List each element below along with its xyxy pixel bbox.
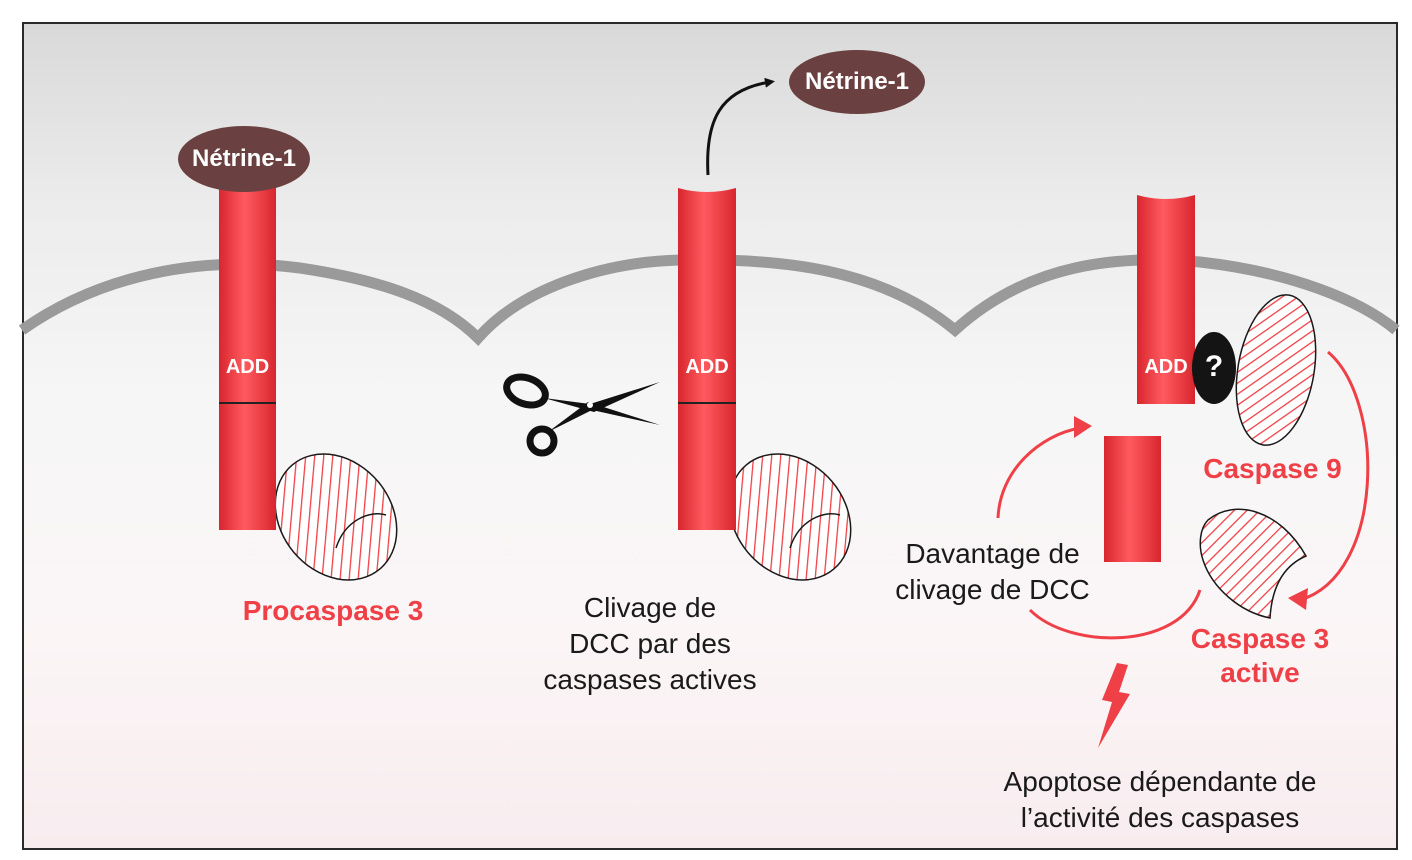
scissors-icon <box>503 373 660 457</box>
cleavage-caption-line-1: Clivage de <box>583 592 717 623</box>
cycle-arrow-left <box>996 426 1081 519</box>
apoptosis-outcome-line-2: l’activité des caspases <box>1020 802 1300 833</box>
netrin1-label-1: Nétrine-1 <box>191 145 297 172</box>
adaptor-question-mark: ? <box>1204 350 1224 383</box>
caspase9-label: Caspase 9 <box>1203 453 1342 484</box>
apoptosis-outcome-label: Apoptose dépendante de l’activité des ca… <box>960 764 1360 836</box>
add-label-3: ADD <box>1144 356 1188 378</box>
more-cleavage-line-1: Davantage de <box>905 538 1080 569</box>
cleavage-caption: Clivage de DCC par des caspases actives <box>500 590 800 698</box>
cleavage-caption-line-2: DCC par des <box>569 628 731 659</box>
dcc-receptor-2 <box>678 188 736 530</box>
activation-arrow <box>1299 350 1370 602</box>
procaspase3-shape-2 <box>728 453 852 581</box>
netrin1-ligand-1 <box>178 126 310 192</box>
cleavage-caption-line-3: caspases actives <box>543 664 757 695</box>
more-cleavage-label: Davantage de clivage de DCC <box>860 536 1125 608</box>
caspase9-shape <box>1235 294 1317 446</box>
add-label-1: ADD <box>225 356 270 378</box>
active-caspase3-label: Caspase 3 active <box>1160 622 1360 690</box>
apoptosis-outcome-line-1: Apoptose dépendante de <box>1003 766 1317 797</box>
adaptor-protein <box>1192 332 1236 404</box>
more-cleavage-line-2: clivage de DCC <box>895 574 1090 605</box>
active-caspase3-shape <box>1199 508 1308 619</box>
dcc-fragment <box>1104 436 1161 562</box>
lightning-icon <box>1098 663 1130 748</box>
dcc-receptor-3-upper <box>1137 195 1195 404</box>
netrin1-ligand-2 <box>789 50 925 114</box>
procaspase3-inner-arc <box>335 513 387 549</box>
procaspase3-inner-arc-2 <box>789 513 841 549</box>
cycle-arrow-bottom <box>1028 589 1202 640</box>
dcc-receptor-1 <box>219 185 276 530</box>
active-caspase3-line-1: Caspase 3 <box>1190 623 1330 654</box>
procaspase3-shape <box>274 453 398 581</box>
active-caspase3-line-2: active <box>1220 657 1300 688</box>
release-arrow <box>706 77 775 176</box>
procaspase3-label: Procaspase 3 <box>242 595 424 626</box>
netrin1-label-2: Nétrine-1 <box>804 68 910 95</box>
add-label-2: ADD <box>685 356 729 378</box>
